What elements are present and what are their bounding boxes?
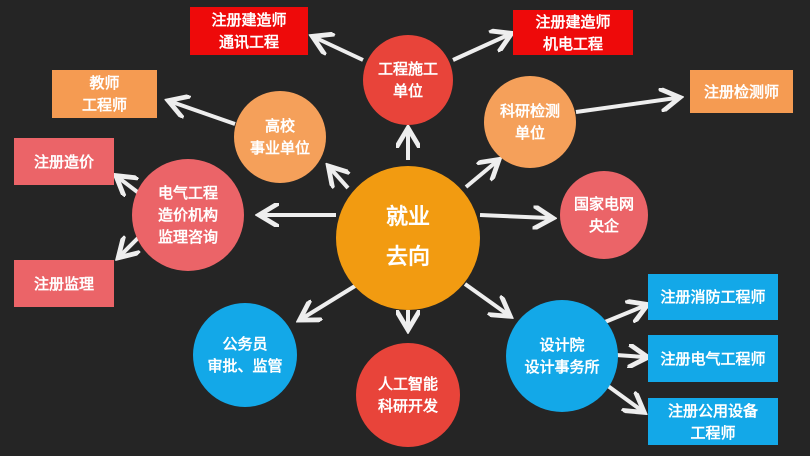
box-electrical-engineer: 注册电气工程师	[648, 335, 778, 382]
box-teacher-engineer: 教师 工程师	[52, 70, 157, 118]
arrow	[606, 384, 641, 410]
arrow	[464, 162, 496, 189]
node-state-grid: 国家电网 央企	[560, 171, 648, 259]
box-inspector: 注册检测师	[690, 70, 793, 113]
arrow	[303, 284, 357, 318]
box-constructor-mech-elec: 注册建造师 机电工程	[513, 10, 633, 55]
center-node-employment: 就业 去向	[336, 166, 480, 310]
box-supervisor: 注册监理	[14, 260, 114, 307]
box-utility-engineer: 注册公用设备 工程师	[648, 398, 778, 445]
arrow	[479, 215, 549, 218]
arrow	[316, 38, 364, 62]
arrow	[604, 306, 644, 324]
arrow	[463, 282, 507, 314]
arrow	[615, 355, 644, 357]
node-university: 高校 事业单位	[234, 91, 326, 183]
node-construction: 工程施工 单位	[363, 35, 453, 125]
node-cost-consult: 电气工程 造价机构 监理咨询	[132, 159, 244, 271]
box-constructor-telecom: 注册建造师 通讯工程	[190, 7, 308, 55]
node-research: 科研检测 单位	[484, 76, 576, 168]
node-civil-service: 公务员 审批、监管	[193, 303, 297, 407]
box-fire-engineer: 注册消防工程师	[648, 274, 778, 320]
arrow	[172, 102, 236, 126]
arrow	[575, 98, 676, 114]
box-cost-engineer: 注册造价	[14, 138, 114, 185]
node-design: 设计院 设计事务所	[506, 300, 618, 412]
arrow	[452, 35, 508, 62]
node-ai: 人工智能 科研开发	[356, 343, 460, 447]
arrow	[331, 169, 348, 190]
